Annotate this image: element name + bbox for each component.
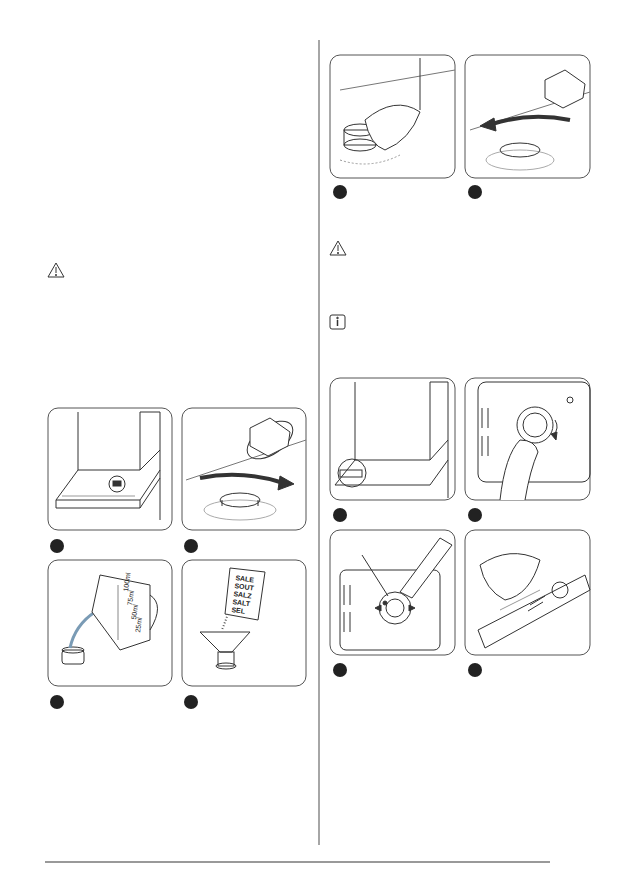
illustration-text: SEL [231,606,246,616]
